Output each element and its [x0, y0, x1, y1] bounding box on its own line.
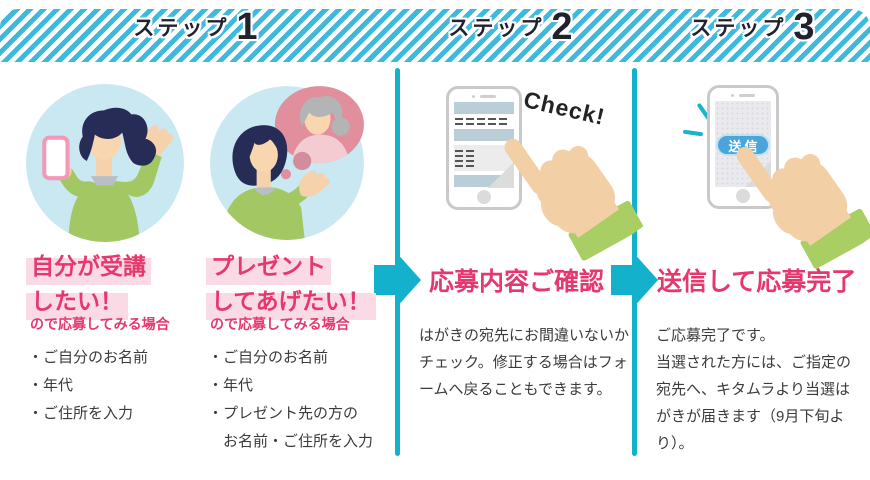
headline-line: 自分が受講: [26, 250, 151, 285]
step-2-headline: 応募内容ご確認: [429, 268, 605, 296]
page-curl: [488, 162, 514, 188]
phone-speaker: [710, 93, 776, 97]
step-2-description: はがきの宛先にお間違いないかチェック。修正する場合はフォームへ戻ることもできます…: [419, 327, 630, 398]
self-apply-input-list: ・ご自分のお名前 ・年代 ・ご住所を入力: [28, 344, 148, 428]
emphasis-line: [682, 129, 704, 137]
step-3-text: ステップ: [690, 16, 787, 40]
headline-line: してあげたい！: [206, 285, 376, 320]
steps-header-band: [0, 9, 870, 62]
phone-home-button: [736, 189, 750, 203]
headline-line: したい！: [26, 285, 128, 320]
arrow-right-icon: [374, 251, 421, 309]
gift-apply-condition: ので応募してみる場合: [210, 316, 350, 332]
step-3-label: ステップ 3: [680, 0, 825, 53]
step-3-number: 3: [793, 5, 815, 48]
list-item: ・プレゼント先の方の: [208, 405, 359, 422]
list-item: ・年代: [208, 377, 254, 394]
self-apply-condition: ので応募してみる場合: [30, 316, 170, 332]
step-1-label: ステップ 1: [118, 0, 273, 53]
phone-check-illustration: [446, 86, 522, 210]
list-item: ・ご自分のお名前: [208, 349, 329, 366]
list-item: お名前・ご住所を入力: [208, 433, 374, 450]
woman-with-phone-illustration: [26, 84, 184, 242]
arrow-right-icon: [611, 251, 658, 309]
step-1-number: 1: [236, 5, 258, 48]
gift-apply-input-list: ・ご自分のお名前 ・年代 ・プレゼント先の方の お名前・ご住所を入力: [208, 344, 373, 456]
list-item: ・ご自分のお名前: [28, 349, 149, 366]
step-2-text: ステップ: [448, 16, 545, 40]
step-2-number: 2: [551, 5, 573, 48]
gift-apply-headline: プレゼント してあげたい！: [206, 250, 376, 320]
step-2-label: ステップ 2: [438, 0, 583, 53]
step-1-text: ステップ: [133, 16, 230, 40]
headline-line: プレゼント: [206, 250, 331, 285]
list-item: ・年代: [28, 377, 74, 394]
phone-form-screen: [454, 102, 514, 188]
woman-thinking-of-grandmother-illustration: [210, 86, 364, 240]
step-3-headline: 送信して応募完了: [657, 268, 857, 296]
phone-home-button: [477, 190, 491, 204]
list-item: ・ご住所を入力: [28, 405, 134, 422]
phone-speaker: [449, 94, 519, 98]
self-apply-headline: 自分が受講 したい！: [26, 250, 151, 320]
step-3-description: ご応募完了です。 当選された方には、ご指定の宛先へ、キタムラより当選はがきが届き…: [656, 327, 852, 452]
